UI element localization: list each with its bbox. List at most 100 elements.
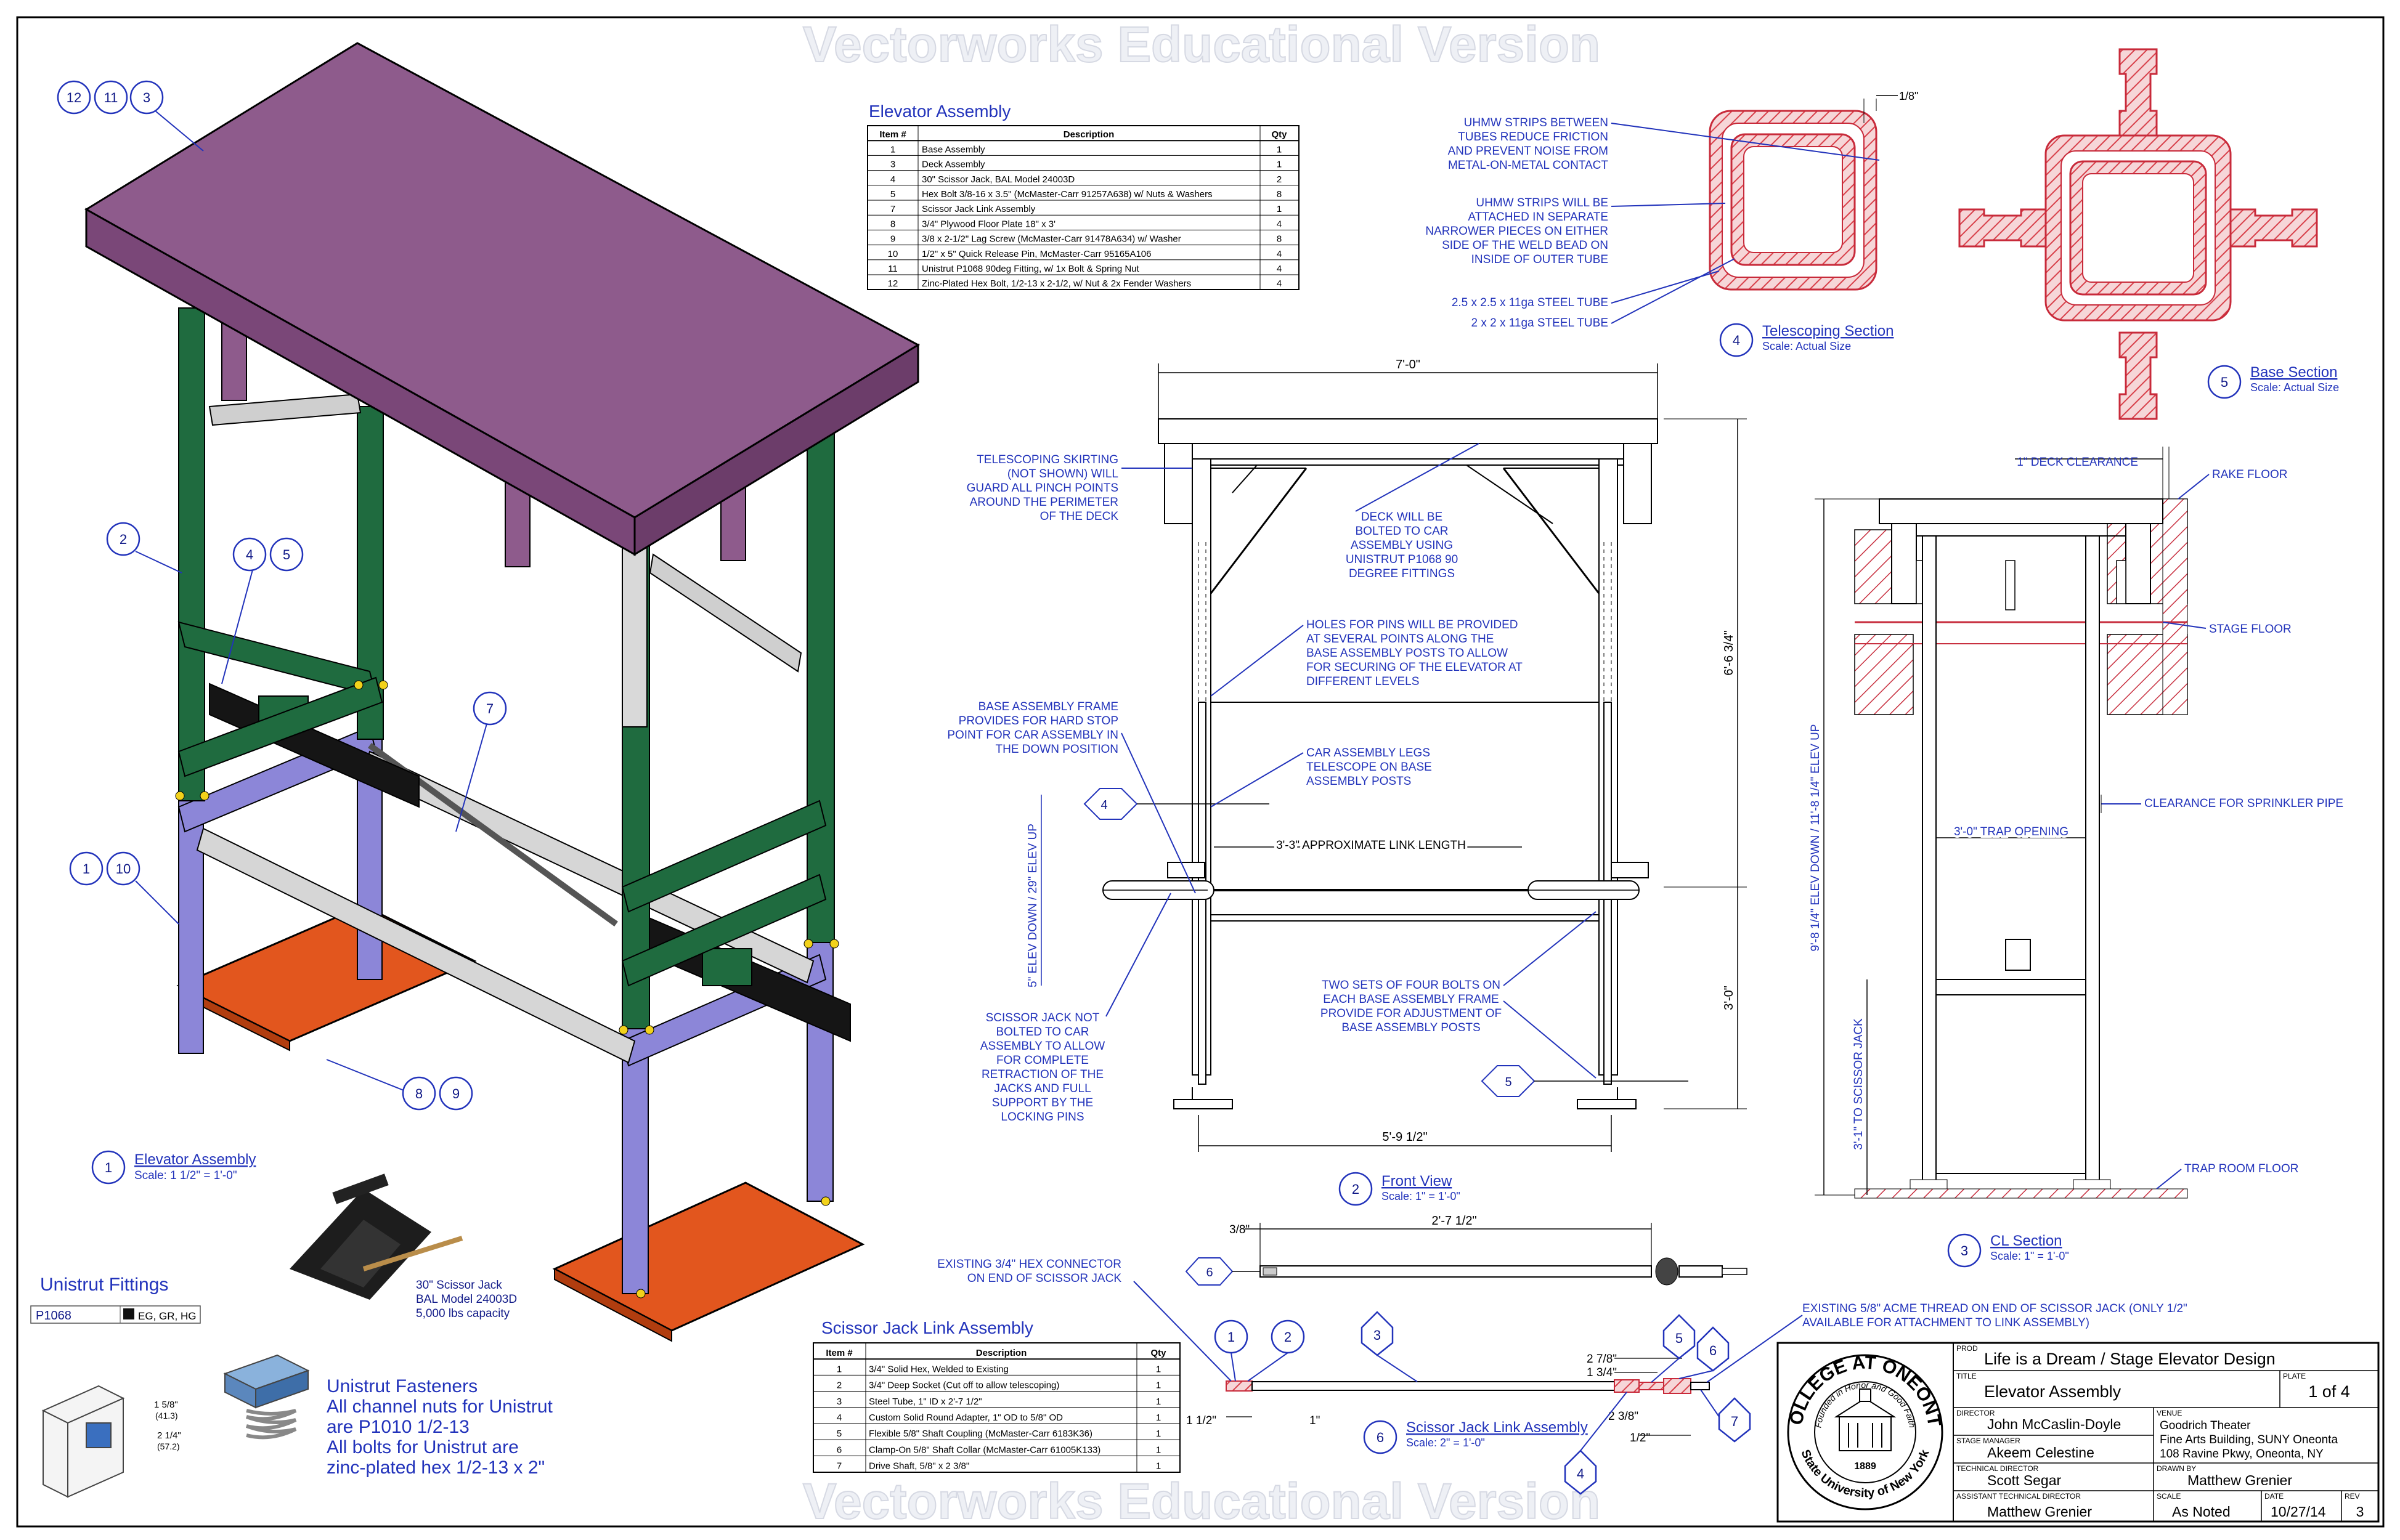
scissor-table-cell: 1 — [1156, 1461, 1161, 1472]
floor-plate-right — [552, 1181, 865, 1332]
jack-caption-3: 5,000 lbs capacity — [416, 1307, 510, 1320]
scissor-table-cell: 1 — [1156, 1396, 1161, 1407]
scissor-table-title: Scissor Jack Link Assembly — [821, 1318, 1033, 1337]
elevator-table-header: Description — [1064, 129, 1115, 140]
front-view-title: Front View — [1381, 1173, 1452, 1189]
deck-note-5: DEGREE FITTINGS — [1349, 567, 1455, 580]
elevator-table-cell: Zinc-Plated Hex Bolt, 1/2-13 x 2-1/2, w/… — [922, 278, 1191, 289]
legs-note-3: ASSEMBLY POSTS — [1306, 775, 1411, 788]
tb-director-label: DIRECTOR — [1956, 1409, 1995, 1417]
hex-note-1: EXISTING 3/4" HEX CONNECTOR — [937, 1258, 1121, 1271]
cl-rake: RAKE FLOOR — [2212, 468, 2287, 481]
deck-note-1: DECK WILL BE — [1361, 511, 1442, 524]
elevator-table-cell: Deck Assembly — [922, 160, 985, 170]
holes-note-5: DIFFERENT LEVELS — [1306, 675, 1419, 688]
iso-view-num: 1 — [105, 1160, 112, 1175]
unistrut-title: Unistrut Fittings — [40, 1275, 168, 1295]
scissor-jack-image: 30" Scissor Jack BAL Model 24003D 5,000 … — [290, 1173, 517, 1320]
scissor-table-cell: Steel Tube, 1" ID x 2'-7 1/2" — [869, 1396, 982, 1407]
unistrut-dim-3: 2 1/4" — [157, 1430, 181, 1441]
skirting-5: OF THE DECK — [1040, 510, 1119, 523]
scissor-table-cell: 1 — [1156, 1364, 1161, 1374]
elevator-table-cell: 30" Scissor Jack, BAL Model 24003D — [922, 174, 1075, 185]
uhmw2-5: INSIDE OF OUTER TUBE — [1471, 253, 1608, 266]
front-sec5: 5 — [1505, 1076, 1511, 1089]
link-callout-7: 7 — [1731, 1414, 1738, 1429]
cl-view-num: 3 — [1961, 1243, 1968, 1258]
tb-rev-label: REV — [2345, 1492, 2360, 1501]
uhmw2-3: NARROWER PIECES ON EITHER — [1425, 225, 1608, 238]
scissor-table-header: Qty — [1150, 1348, 1166, 1358]
elevator-table-cell: 4 — [890, 174, 895, 185]
watermark-bottom: Vectorworks Educational Version — [803, 1473, 1600, 1530]
legs-note-1: CAR ASSEMBLY LEGS — [1306, 747, 1430, 760]
link-view-scale: Scale: 2" = 1'-0" — [1406, 1437, 1485, 1449]
tb-plate: 1 of 4 — [2308, 1382, 2350, 1401]
frame-4: THE DOWN POSITION — [996, 743, 1119, 756]
hex-note-2: ON END OF SCISSOR JACK — [967, 1272, 1122, 1285]
tb-venue-2: Fine Arts Building, SUNY Oneonta — [2160, 1433, 2338, 1446]
cl-to-jack: 3'-1" TO SCISSOR JACK — [1852, 1018, 1865, 1150]
link-assembly-top: 3/8" 2'-7 1/2" 6 — [1185, 1214, 1747, 1286]
link-dim-1: 3/8" — [1229, 1223, 1250, 1236]
elevator-table-cell: 8 — [1277, 189, 1282, 200]
scissor-table-cell: 5 — [837, 1429, 842, 1439]
fasteners-4: All bolts for Unistrut are — [327, 1437, 519, 1457]
uhmw2-2: ATTACHED IN SEPARATE — [1468, 211, 1608, 224]
unistrut-section: Unistrut Fittings P1068 EG, GR, HG 1 5/8… — [30, 1275, 553, 1498]
acme-note-1: EXISTING 5/8" ACME THREAD ON END OF SCIS… — [1802, 1302, 2187, 1315]
tube-outer: 2.5 x 2.5 x 11ga STEEL TUBE — [1452, 296, 1608, 309]
iso-callout-3: 3 — [143, 90, 150, 105]
unistrut-dim-4: (57.2) — [157, 1441, 180, 1451]
scissor-table-cell: Custom Solid Round Adapter, 1" OD to 5/8… — [869, 1412, 1063, 1423]
elevator-table-cell: 3 — [890, 160, 895, 170]
telescoping-section: 1/8" UHMW STRIPS BETWEEN TUBES REDUCE FR… — [1425, 90, 1918, 357]
bolts-note-3: PROVIDE FOR ADJUSTMENT OF — [1320, 1007, 1502, 1020]
tb-atd-label: ASSISTANT TECHNICAL DIRECTOR — [1956, 1492, 2081, 1501]
frame-3: POINT FOR CAR ASSEMBLY IN — [947, 729, 1118, 742]
elevator-table-cell: 3/8 x 2-1/2" Lag Screw (McMaster-Carr 91… — [922, 234, 1181, 245]
iso-callouts — [57, 80, 507, 1111]
front-view-scale: Scale: 1" = 1'-0" — [1381, 1190, 1460, 1202]
uhmw1-1: UHMW STRIPS BETWEEN — [1464, 116, 1608, 129]
legs-note-2: TELESCOPE ON BASE — [1306, 761, 1432, 774]
jack-note-6: JACKS AND FULL — [994, 1082, 1091, 1095]
jack-note-1: SCISSOR JACK NOT — [986, 1011, 1100, 1024]
tb-drawn: Matthew Grenier — [2187, 1472, 2292, 1488]
frame-2: PROVIDES FOR HARD STOP — [959, 715, 1118, 727]
tb-sm-label: STAGE MANAGER — [1956, 1437, 2020, 1445]
iso-callout-12: 12 — [67, 90, 81, 105]
bolts-note-2: EACH BASE ASSEMBLY FRAME — [1323, 993, 1499, 1006]
acme-note-2: AVAILABLE FOR ATTACHMENT TO LINK ASSEMBL… — [1802, 1316, 2089, 1329]
scissor-table-cell: 4 — [837, 1412, 842, 1423]
iso-callout-1: 1 — [83, 861, 90, 877]
deck-note-2: BOLTED TO CAR — [1356, 525, 1449, 538]
jack-note-7: SUPPORT BY THE — [992, 1096, 1093, 1109]
base-section: 5 Base Section Scale: Actual Size — [1958, 48, 2339, 420]
skirting-4: AROUND THE PERIMETER — [970, 496, 1118, 509]
sheet-border — [16, 16, 2385, 1528]
base-view-num: 5 — [2221, 375, 2228, 390]
tb-atd: Matthew Grenier — [1987, 1504, 2092, 1520]
elevator-table-cell: 5 — [890, 189, 895, 200]
elevator-table-cell: 2 — [1277, 174, 1282, 185]
front-dim-h1: 6'-6 3/4" — [1722, 630, 1736, 675]
tele-view-num: 4 — [1733, 333, 1740, 348]
link-callout-2: 2 — [1284, 1329, 1292, 1345]
link-dim-2: 2'-7 1/2" — [1431, 1214, 1476, 1228]
link-view-num: 6 — [1377, 1430, 1384, 1445]
scissor-table-cell: Flexible 5/8" Shaft Coupling (McMaster-C… — [869, 1429, 1092, 1439]
jack-note-4: FOR COMPLETE — [996, 1054, 1089, 1067]
front-dim-h2: 3'-0" — [1722, 986, 1736, 1010]
jack-note-2: BOLTED TO CAR — [996, 1026, 1089, 1039]
bolts-note-1: TWO SETS OF FOUR BOLTS ON — [1322, 979, 1500, 992]
cl-stage: STAGE FLOOR — [2209, 623, 2292, 636]
tb-drawn-label: DRAWN BY — [2157, 1464, 2196, 1473]
scissor-table-cell: 3 — [837, 1396, 842, 1407]
jack-note-3: ASSEMBLY TO ALLOW — [980, 1040, 1105, 1053]
bolts-note-4: BASE ASSEMBLY POSTS — [1341, 1021, 1480, 1034]
scissor-table-cell: 7 — [837, 1461, 842, 1472]
tele-gap: 1/8" — [1899, 90, 1918, 102]
unistrut-dim-2: (41.3) — [155, 1411, 178, 1420]
